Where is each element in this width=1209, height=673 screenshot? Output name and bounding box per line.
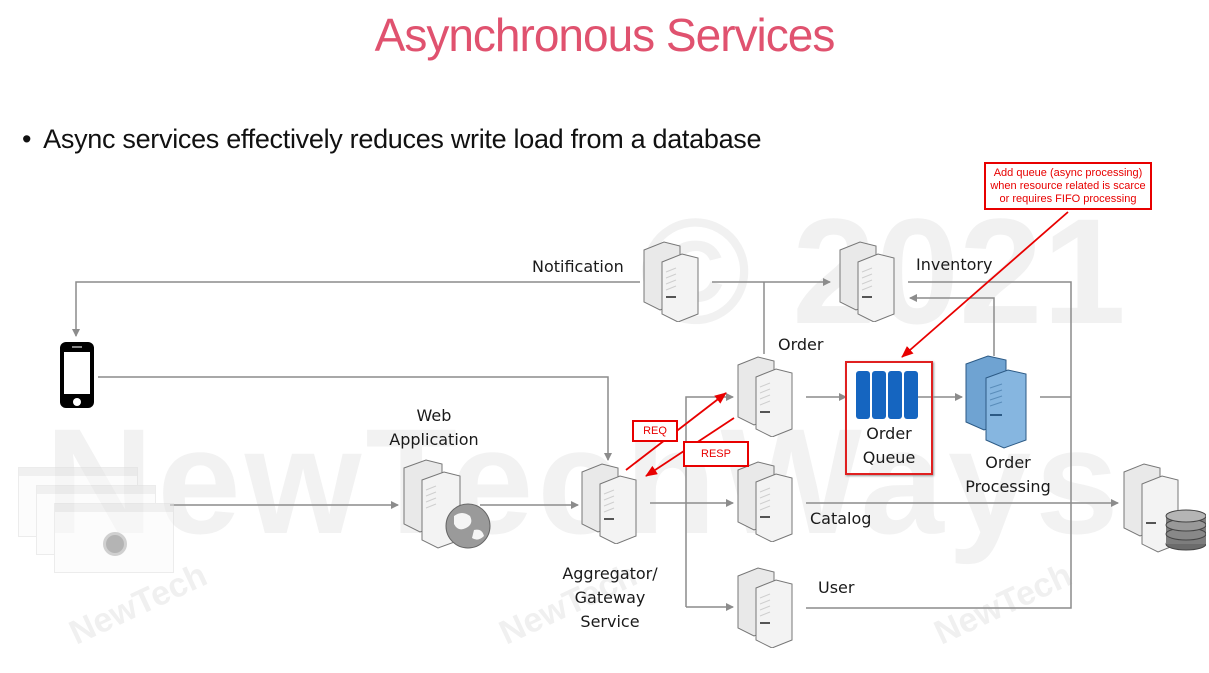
note-arrow [901, 211, 1069, 358]
catalog-label: Catalog [810, 509, 872, 528]
web-application-server-icon [403, 459, 491, 549]
connector-notification-mobile [72, 281, 640, 337]
queue-note-line1: Add queue (async processing) [993, 167, 1143, 179]
connector-gateway-bus [685, 393, 734, 607]
req-label-box: REQ [632, 420, 678, 442]
inventory-label: Inventory [916, 255, 993, 274]
bullet-text: Async services effectively reduces write… [43, 124, 762, 154]
web-application-label-line2: Application [389, 430, 479, 449]
notification-label: Notification [532, 257, 624, 276]
queue-note-line3: or requires FIFO processing [999, 193, 1137, 205]
order-processing-server-icon [965, 355, 1027, 449]
user-label: User [818, 578, 855, 597]
database-server-icon [1123, 463, 1206, 553]
slide-title: Asynchronous Services [374, 9, 836, 61]
browser-windows-icon [18, 467, 178, 577]
queue-note-line2: when resource related is scarce [990, 180, 1146, 192]
order-server-icon [737, 356, 793, 437]
web-application-label: Web Application [380, 404, 488, 452]
queue-icon [856, 371, 918, 419]
order-queue-label: Order Queue [845, 422, 933, 470]
slide-bullet: • Async services effectively reduces writ… [22, 124, 762, 155]
catalog-server-icon [737, 461, 793, 542]
gateway-label-line1: Aggregator/ [562, 564, 658, 583]
gateway-server-icon [581, 463, 637, 544]
web-application-label-line1: Web [416, 406, 452, 425]
connector-mobile-gateway [98, 376, 612, 461]
gateway-label: Aggregator/ Gateway Service [550, 562, 670, 634]
order-label: Order [778, 335, 824, 354]
gateway-label-line3: Service [580, 612, 640, 631]
gateway-label-line2: Gateway [574, 588, 646, 607]
order-processing-label-line2: Processing [965, 477, 1051, 496]
connector-inventory-bus [806, 281, 1072, 609]
user-server-icon [737, 567, 793, 648]
resp-label-box: RESP [683, 441, 749, 467]
order-processing-label-line1: Order [985, 453, 1031, 472]
order-queue-label-line1: Order [866, 424, 912, 443]
bullet-marker: • [22, 124, 32, 154]
order-queue-highlight-box [845, 361, 933, 475]
order-queue-label-line2: Queue [862, 448, 916, 467]
notification-server-icon [643, 241, 699, 322]
queue-note-box: Add queue (async processing) when resour… [984, 162, 1152, 210]
mobile-phone-icon [60, 342, 94, 408]
connector-processing-inventory [909, 294, 995, 356]
inventory-server-icon [839, 241, 895, 322]
order-processing-label: Order Processing [960, 451, 1056, 499]
